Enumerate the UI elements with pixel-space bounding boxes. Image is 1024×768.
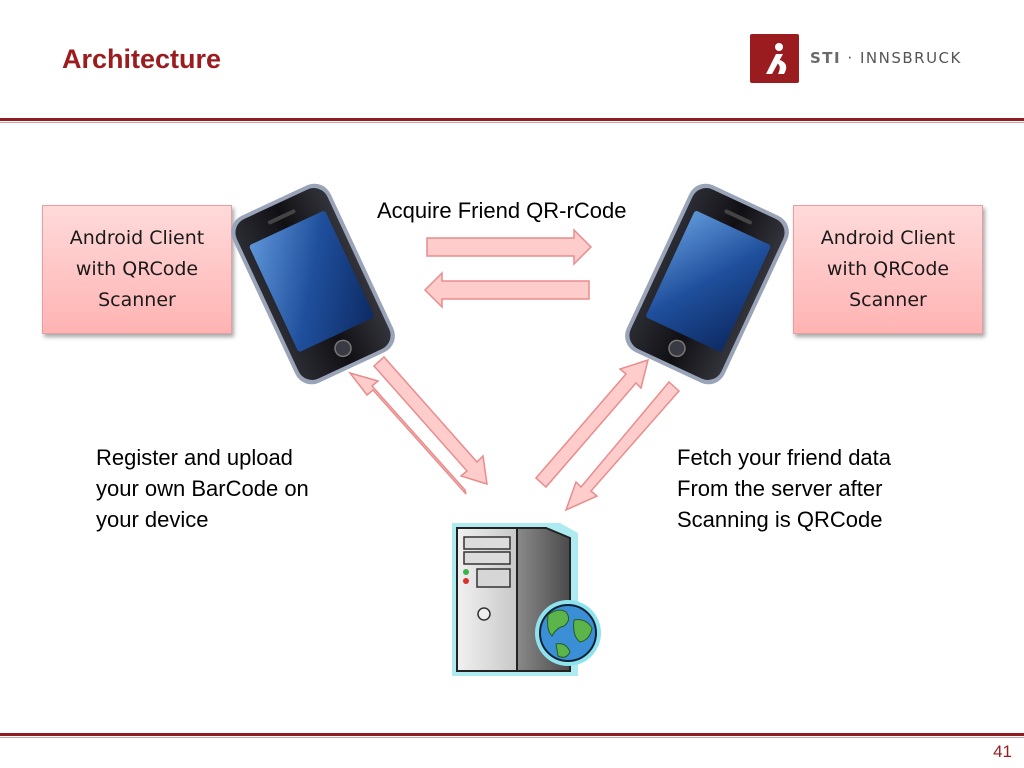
logo-location: INNSBRUCK <box>859 49 962 67</box>
page-title: Architecture <box>62 44 222 74</box>
logo-text: STI · INNSBRUCK <box>810 49 962 67</box>
left-edge-label: Register and upload your own BarCode on … <box>96 445 309 532</box>
left-client-box: Android Client with QRCode Scanner <box>42 205 232 334</box>
arrow-to-left-client <box>423 271 590 309</box>
sti-logo: STI · INNSBRUCK <box>750 34 960 84</box>
top-edge-label: Acquire Friend QR-rCode <box>377 198 627 223</box>
arrow-server-to-right-phone <box>534 358 650 489</box>
globe-icon <box>535 600 601 666</box>
right-client-label: Android Client with QRCode Scanner <box>820 227 956 311</box>
arrow-right-phone-to-server <box>564 380 681 512</box>
header-divider-thin <box>0 122 1024 123</box>
smartphone-icon <box>231 183 395 385</box>
footer-divider-thin <box>0 737 1024 738</box>
left-client-label: Android Client with QRCode Scanner <box>69 227 205 311</box>
logo-separator: · <box>847 49 854 67</box>
smartphone-icon <box>625 183 789 385</box>
right-edge-label: Fetch your friend data From the server a… <box>677 445 892 532</box>
logo-brand: STI <box>810 49 842 67</box>
header-divider <box>0 118 1024 121</box>
arrow-to-right-client <box>426 228 593 266</box>
arrow-server-to-left-phone <box>348 371 467 495</box>
page-number: 41 <box>993 742 1012 761</box>
right-client-box: Android Client with QRCode Scanner <box>793 205 983 334</box>
logo-icon <box>750 34 799 83</box>
footer-divider <box>0 733 1024 736</box>
arrow-left-phone-to-server <box>372 355 488 486</box>
